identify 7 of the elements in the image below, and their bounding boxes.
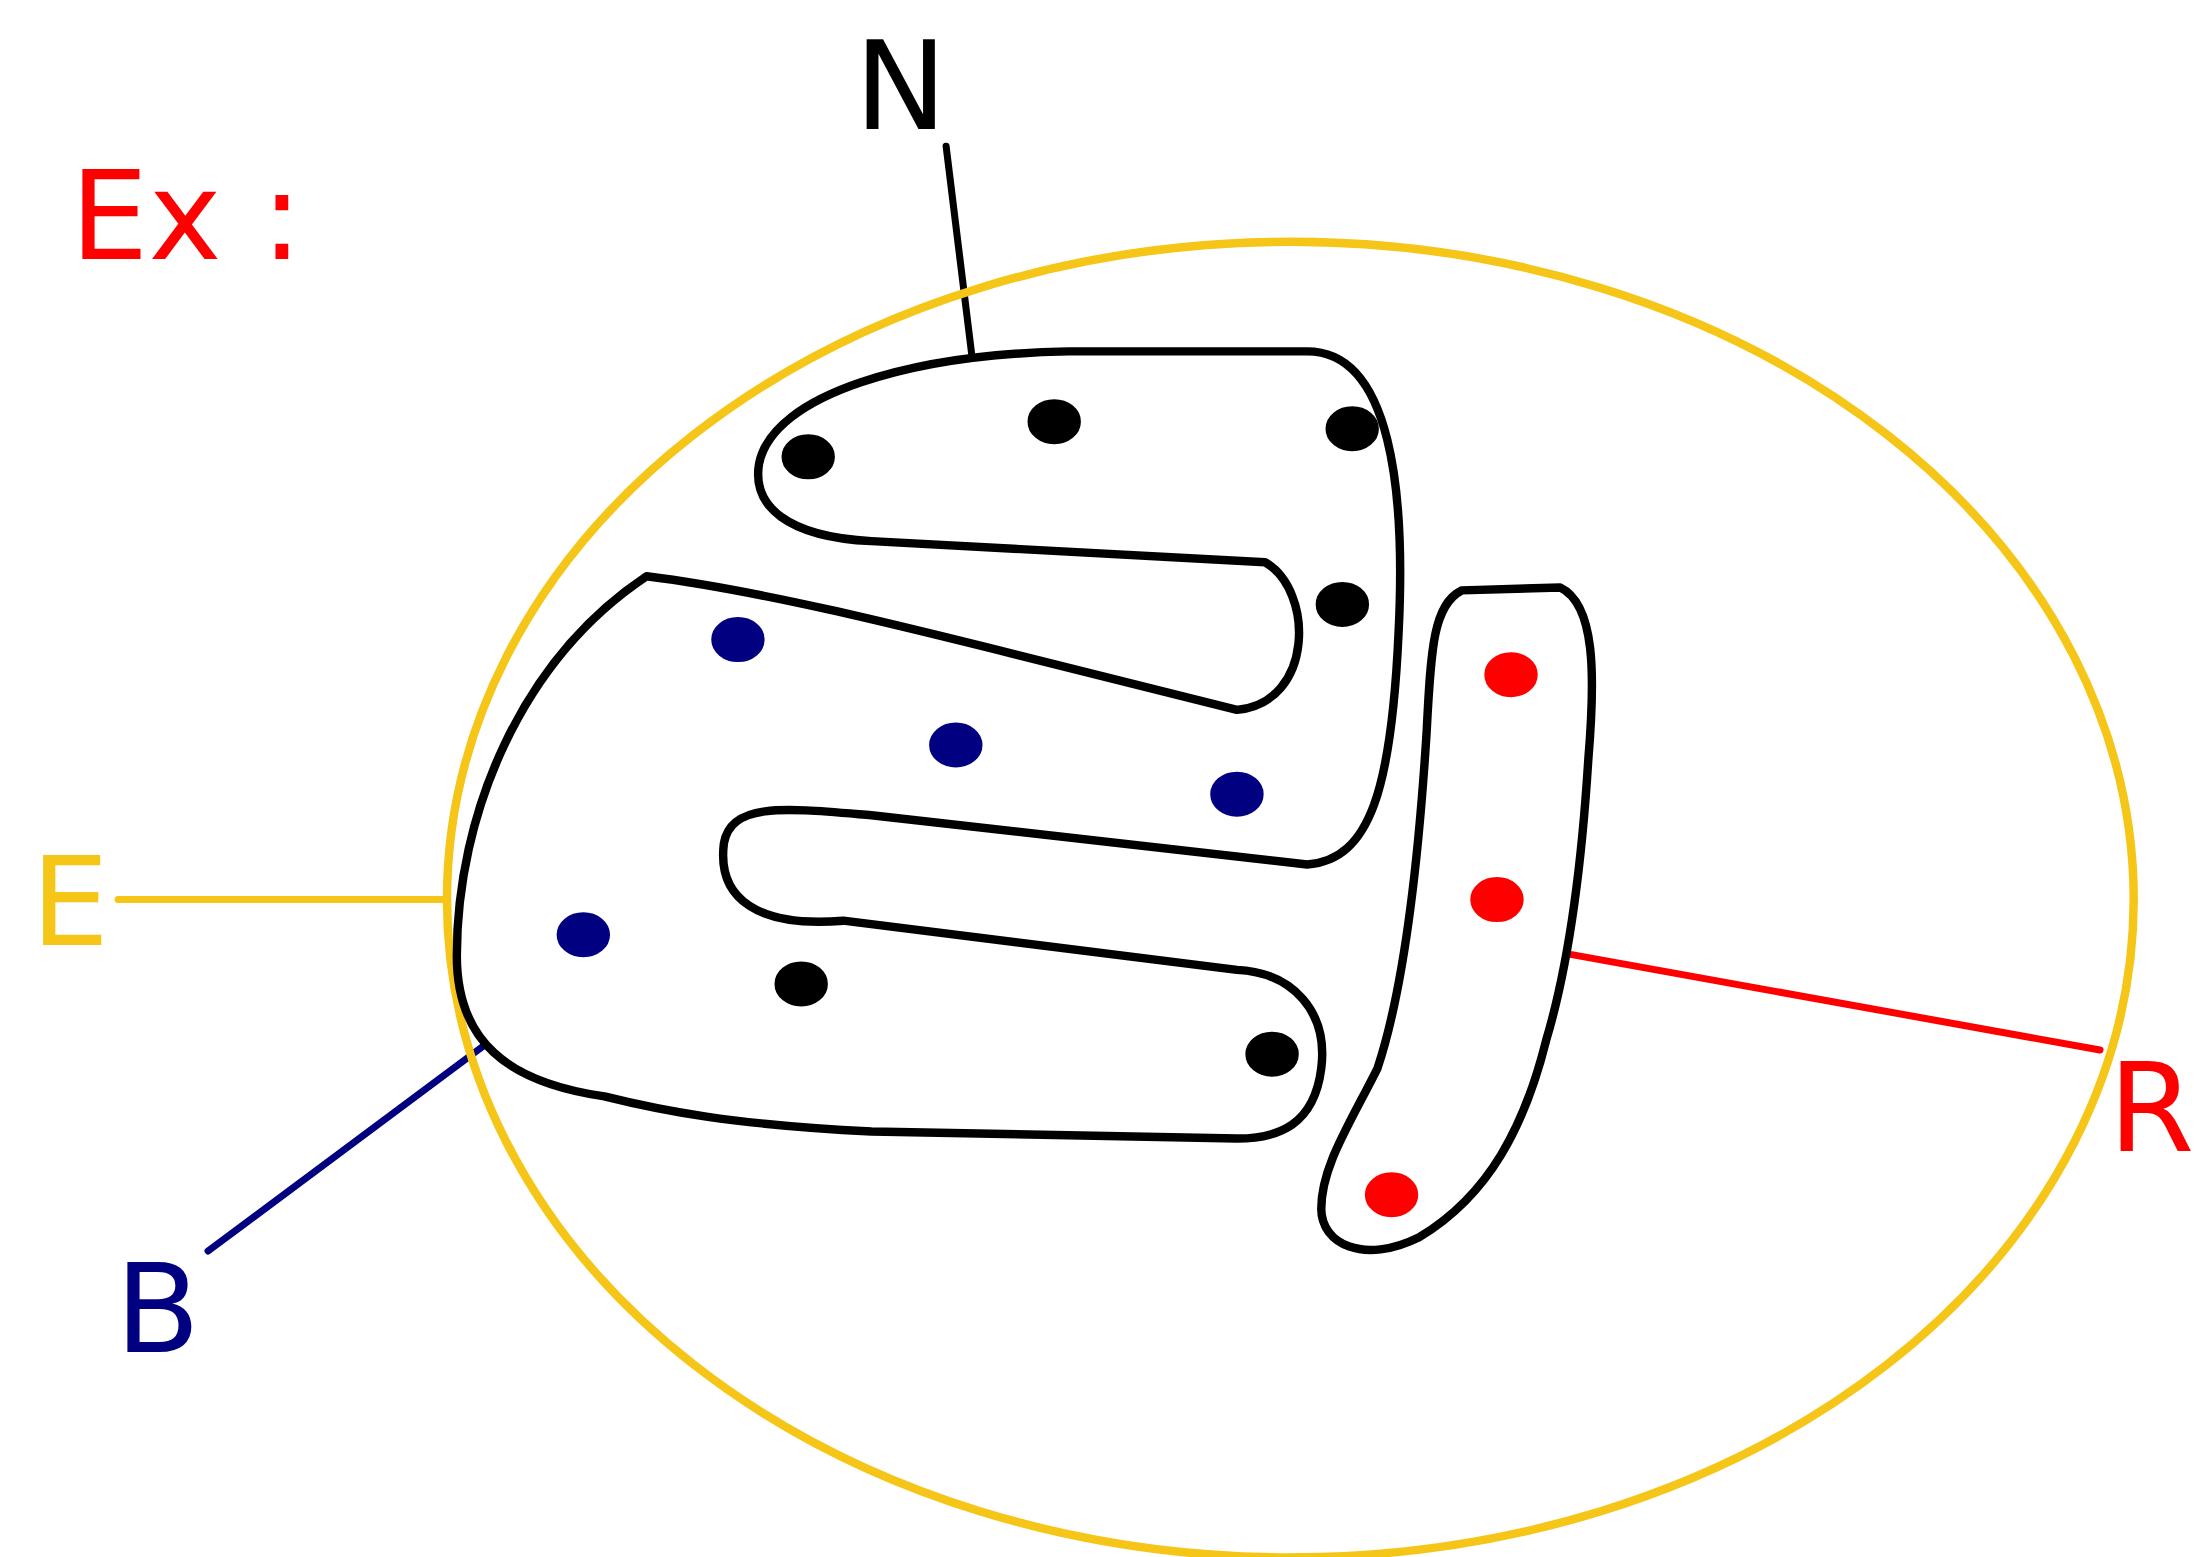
set-name: E	[30, 840, 110, 965]
region-outline	[1317, 583, 1597, 1255]
example-label: Ex :	[70, 154, 303, 279]
set-name: N	[854, 25, 948, 149]
set-name: B	[115, 1248, 201, 1372]
region-outline	[452, 347, 1405, 1143]
set-name: R	[2108, 1047, 2195, 1171]
